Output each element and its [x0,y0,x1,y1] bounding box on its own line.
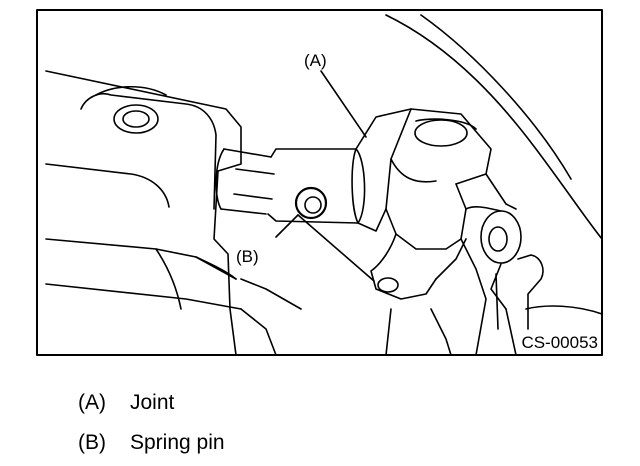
legend-label: Spring pin [130,431,225,454]
spring-pin-part [294,186,328,220]
figure-code: CS-00053 [521,333,598,352]
technical-illustration: (A) (B) CS-00053 [36,9,603,356]
universal-joint-part [355,108,603,356]
legend-key: (B) [78,431,106,454]
callout-a-label: (A) [304,51,327,70]
figure-frame [36,9,603,356]
legend: (A) Joint (B) Spring pin [78,383,225,463]
legend-item: (A) Joint [78,383,225,423]
steering-shaft [215,148,366,224]
callout-b-label: (B) [236,247,259,266]
callout-leaders [275,70,375,282]
legend-key: (A) [78,391,106,414]
legend-label: Joint [130,391,175,414]
legend-item: (B) Spring pin [78,423,225,463]
housing-outline [385,14,603,240]
steering-housing [45,70,302,356]
